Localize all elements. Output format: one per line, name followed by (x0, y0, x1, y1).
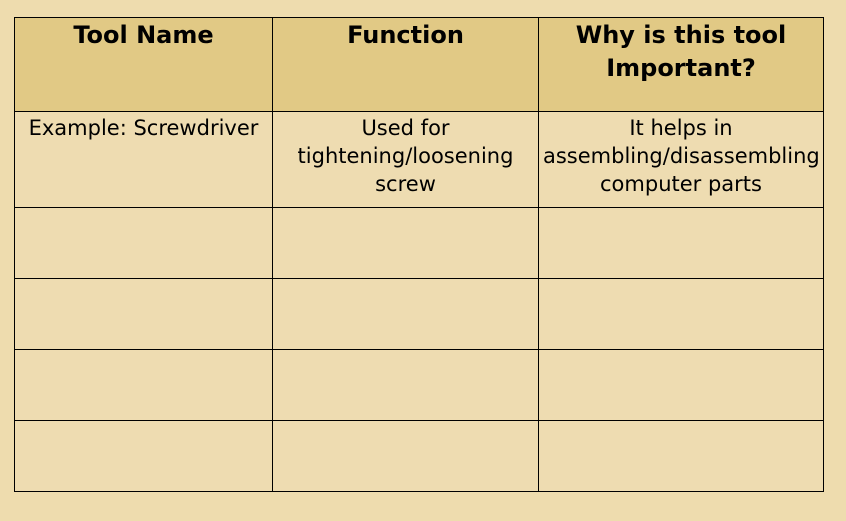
cell-example-function: Used for tightening/loosening screw (272, 111, 539, 208)
table-row (14, 420, 824, 492)
cell-importance[interactable] (538, 420, 824, 492)
cell-tool-name[interactable] (14, 278, 273, 350)
cell-function[interactable] (272, 349, 539, 421)
cell-function[interactable] (272, 207, 539, 279)
table-header-row: Tool Name Function Why is this tool Impo… (14, 17, 824, 112)
cell-example-tool-name: Example: Screwdriver (14, 111, 273, 208)
cell-importance[interactable] (538, 207, 824, 279)
cell-function[interactable] (272, 278, 539, 350)
cell-importance[interactable] (538, 349, 824, 421)
cell-tool-name[interactable] (14, 207, 273, 279)
table-row (14, 349, 824, 421)
header-importance: Why is this tool Important? (538, 17, 824, 112)
cell-example-importance: It helps in assembling/disassembling com… (538, 111, 824, 208)
cell-tool-name[interactable] (14, 349, 273, 421)
cell-function[interactable] (272, 420, 539, 492)
tools-table: Tool Name Function Why is this tool Impo… (14, 17, 824, 492)
cell-importance[interactable] (538, 278, 824, 350)
cell-tool-name[interactable] (14, 420, 273, 492)
header-function: Function (272, 17, 539, 112)
table-row (14, 207, 824, 279)
table-row-example: Example: Screwdriver Used for tightening… (14, 111, 824, 208)
table-row (14, 278, 824, 350)
header-tool-name: Tool Name (14, 17, 273, 112)
